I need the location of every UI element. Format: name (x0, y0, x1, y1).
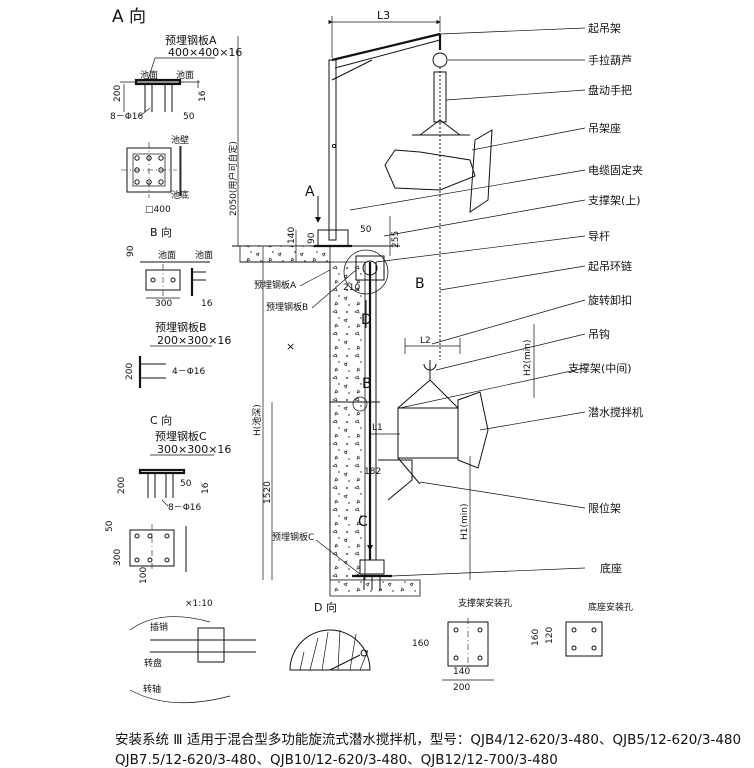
dim-210: 210 (343, 283, 360, 293)
dim-h1min: H1(min) (460, 504, 470, 541)
c-plate-size: 300×300×16 (157, 443, 231, 456)
marker-b: B (362, 376, 372, 392)
callout-6: 支撑架(上) (588, 193, 641, 207)
pool-wall-label: 池壁 (171, 134, 189, 146)
callout-3: 盘动手把 (588, 83, 632, 97)
dim-16-c: 16 (201, 482, 211, 494)
marker-c: C (358, 514, 368, 530)
callout-9: 旋转卸扣 (588, 293, 632, 307)
plate-c-note: 预埋钢板C (272, 531, 314, 543)
b-view-title: B 向 (150, 225, 172, 239)
callout-1: 起吊架 (588, 22, 621, 35)
dim-90: 90 (126, 245, 136, 257)
support-holes-detail: 支撑架安装孔 160 140 200 (412, 597, 512, 693)
dim-300-c: 300 (113, 549, 123, 566)
pool-surface-label-2: 池面 (176, 69, 194, 81)
plate-a-note: 预埋钢板A (254, 279, 297, 291)
main-elevation: L3 2050(用户可自定) A 140 90 50 210 255 预埋钢板A… (227, 9, 535, 597)
callout-5: 电缆固定夹 (588, 163, 643, 177)
bolt-spec-b: 4－Φ16 (172, 367, 206, 377)
dim-50-c: 50 (180, 479, 192, 489)
caption-line-1: 安装系统 Ⅲ 适用于混合型多功能旋流式潜水搅拌机，型号：QJB4/12-620/… (115, 732, 742, 748)
scale-label: ×1:10 (185, 599, 213, 609)
dim-140-a: 140 (453, 667, 470, 677)
dim-182: 182 (364, 467, 381, 477)
dim-50-a: 50 (183, 112, 195, 122)
turntable-label: 转盘 (144, 657, 162, 669)
dim-16-b: 16 (201, 299, 213, 309)
callout-8: 起吊环链 (588, 259, 632, 273)
a-plate-label: 预埋钢板A (165, 33, 217, 47)
caption-line-2: QJB7.5/12-620/3-480、QJB10/12-620/3-480、Q… (115, 752, 558, 768)
callout-11: 支撑架(中间) (568, 361, 632, 375)
base-holes-detail: 底座安装孔 160 120 (531, 601, 633, 657)
dim-160-b: 160 (531, 629, 541, 646)
a-plate-size: 400×400×16 (168, 46, 242, 59)
callout-7: 导杆 (588, 229, 610, 243)
marker-a: A (305, 184, 315, 200)
base-holes-label: 底座安装孔 (588, 601, 633, 613)
callout-13: 限位架 (588, 501, 621, 515)
callout-2: 手拉葫芦 (588, 53, 632, 67)
c-view-title: C 向 (150, 413, 172, 427)
c-plate-label: 预埋钢板C (155, 429, 207, 443)
dim-140: 140 (287, 227, 297, 244)
dim-pool-depth: H(池深) (251, 404, 263, 436)
dim-50-main: 50 (360, 225, 372, 235)
dim-160-a: 160 (412, 639, 429, 649)
d-view-title: D 向 (314, 600, 337, 614)
callout-12: 潜水搅拌机 (588, 405, 643, 419)
b-pool-surface-2: 池面 (195, 249, 213, 261)
bolt-spec-a: 8－Φ16 (110, 112, 144, 122)
dim-l1: L1 (372, 423, 383, 433)
square-400-label: □400 (145, 205, 171, 215)
dim-200-a: 200 (113, 85, 123, 102)
b-view-detail: B 向 90 池面 池面 300 16 (126, 225, 213, 309)
dim-200-b: 200 (125, 363, 135, 380)
dim-l3: L3 (377, 9, 390, 22)
callout-10: 吊钩 (588, 327, 610, 341)
handle-label: 转轴 (143, 683, 161, 695)
dim-2050: 2050(用户可自定) (227, 141, 239, 216)
dim-200-d: 200 (453, 683, 470, 693)
b-plate-detail: 预埋钢板B 200×300×16 200 4－Φ16 (125, 320, 231, 388)
b-plate-label: 预埋钢板B (155, 320, 207, 334)
scale-detail: ×1:10 插销 转盘 转轴 (129, 599, 256, 704)
dim-l2: L2 (420, 336, 431, 346)
dim-h2min: H2(min) (523, 340, 533, 377)
dim-120-b: 120 (545, 627, 555, 644)
dim-90-main: 90 (307, 232, 317, 244)
callouts: 起吊架 手拉葫芦 盘动手把 吊架座 电缆固定夹 支撑架(上) 导杆 起吊环链 旋… (349, 22, 643, 577)
dim-255: 255 (391, 231, 401, 248)
dim-1520: 1520 (263, 481, 273, 504)
dim-16-a: 16 (198, 90, 208, 102)
marker-x: × (286, 340, 295, 353)
d-view-detail: D 向 (289, 600, 371, 671)
callout-14: 底座 (600, 561, 622, 575)
pool-bottom-label: 池底 (171, 189, 189, 201)
dim-300-b: 300 (155, 299, 172, 309)
drawing-title: A 向 (112, 7, 146, 27)
pool-surface-label: 池面 (140, 69, 158, 81)
dim-50-c2: 50 (105, 520, 115, 532)
dim-200-c: 200 (117, 477, 127, 494)
support-holes-label: 支撑架安装孔 (458, 597, 512, 609)
a-view-plate-detail: 预埋钢板A 400×400×16 池面 池面 200 16 8－Φ16 50 池… (110, 33, 242, 215)
marker-b2: B (415, 276, 425, 292)
pin-label: 插销 (150, 621, 168, 633)
callout-4: 吊架座 (588, 121, 621, 135)
c-view-detail: C 向 预埋钢板C 300×300×16 200 50 16 8－Φ16 50 … (105, 413, 231, 584)
b-plate-size: 200×300×16 (157, 334, 231, 347)
b-pool-surface: 池面 (158, 249, 176, 261)
dim-100-c: 100 (139, 567, 149, 584)
bolt-spec-c: 8－Φ16 (168, 503, 202, 513)
plate-b-note: 预埋钢板B (266, 301, 308, 313)
